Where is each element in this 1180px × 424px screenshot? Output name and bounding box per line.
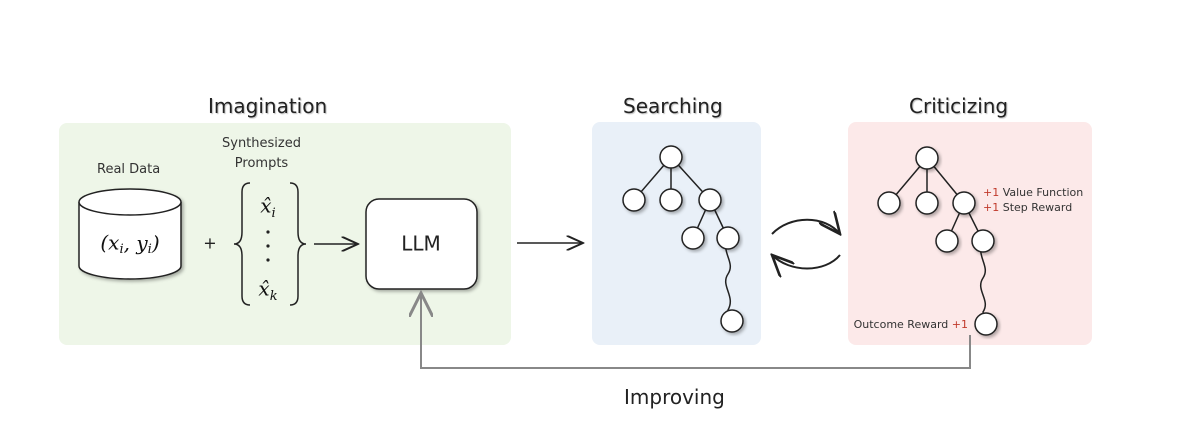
search-node [622, 188, 646, 212]
cycle-arrow-bottom [772, 255, 841, 269]
critic-node [915, 191, 939, 215]
searching-title: Searching [623, 94, 723, 118]
database-icon [78, 188, 182, 280]
imagination-title: Imagination [208, 94, 328, 118]
critic-node [877, 191, 901, 215]
llm-box [365, 198, 478, 290]
improving-feedback-arrow [421, 293, 971, 369]
left-brace [233, 182, 251, 306]
plus-sign: + [203, 234, 216, 253]
critic-node [935, 229, 959, 253]
search-tree [622, 145, 744, 333]
critic-root-node [915, 146, 939, 170]
critic-leaf-node [974, 312, 998, 336]
outcome-reward-annotation: Outcome Reward +1 [854, 318, 968, 331]
search-node [681, 226, 705, 250]
step-reward-annotation: +1 Step Reward [983, 201, 1072, 214]
critic-tree [877, 146, 998, 336]
value-function-annotation: +1 Value Function [983, 186, 1083, 199]
prompt-last: x̂k [258, 277, 277, 304]
search-node [716, 226, 740, 250]
search-node [659, 188, 683, 212]
improving-label: Improving [624, 385, 725, 409]
synthesized-prompts-label: Synthesized Prompts [222, 134, 301, 174]
right-brace [289, 182, 307, 306]
synthesized-label-line2: Prompts [234, 156, 289, 171]
criticizing-panel [848, 122, 1092, 345]
search-leaf-node [720, 309, 744, 333]
search-node [698, 188, 722, 212]
critic-node [952, 191, 976, 215]
critic-node [971, 229, 995, 253]
cycle-arrow-top [771, 220, 840, 234]
search-root-node [659, 145, 683, 169]
real-data-label: Real Data [97, 162, 161, 177]
prompt-first: x̂i [260, 194, 275, 221]
criticizing-title: Criticizing [909, 94, 1009, 118]
llm-label: LLM [401, 232, 441, 256]
synthesized-label-line1: Synthesized [222, 136, 301, 151]
vertical-ellipsis [266, 230, 270, 262]
real-data-formula: (xi, yi) [100, 231, 159, 257]
